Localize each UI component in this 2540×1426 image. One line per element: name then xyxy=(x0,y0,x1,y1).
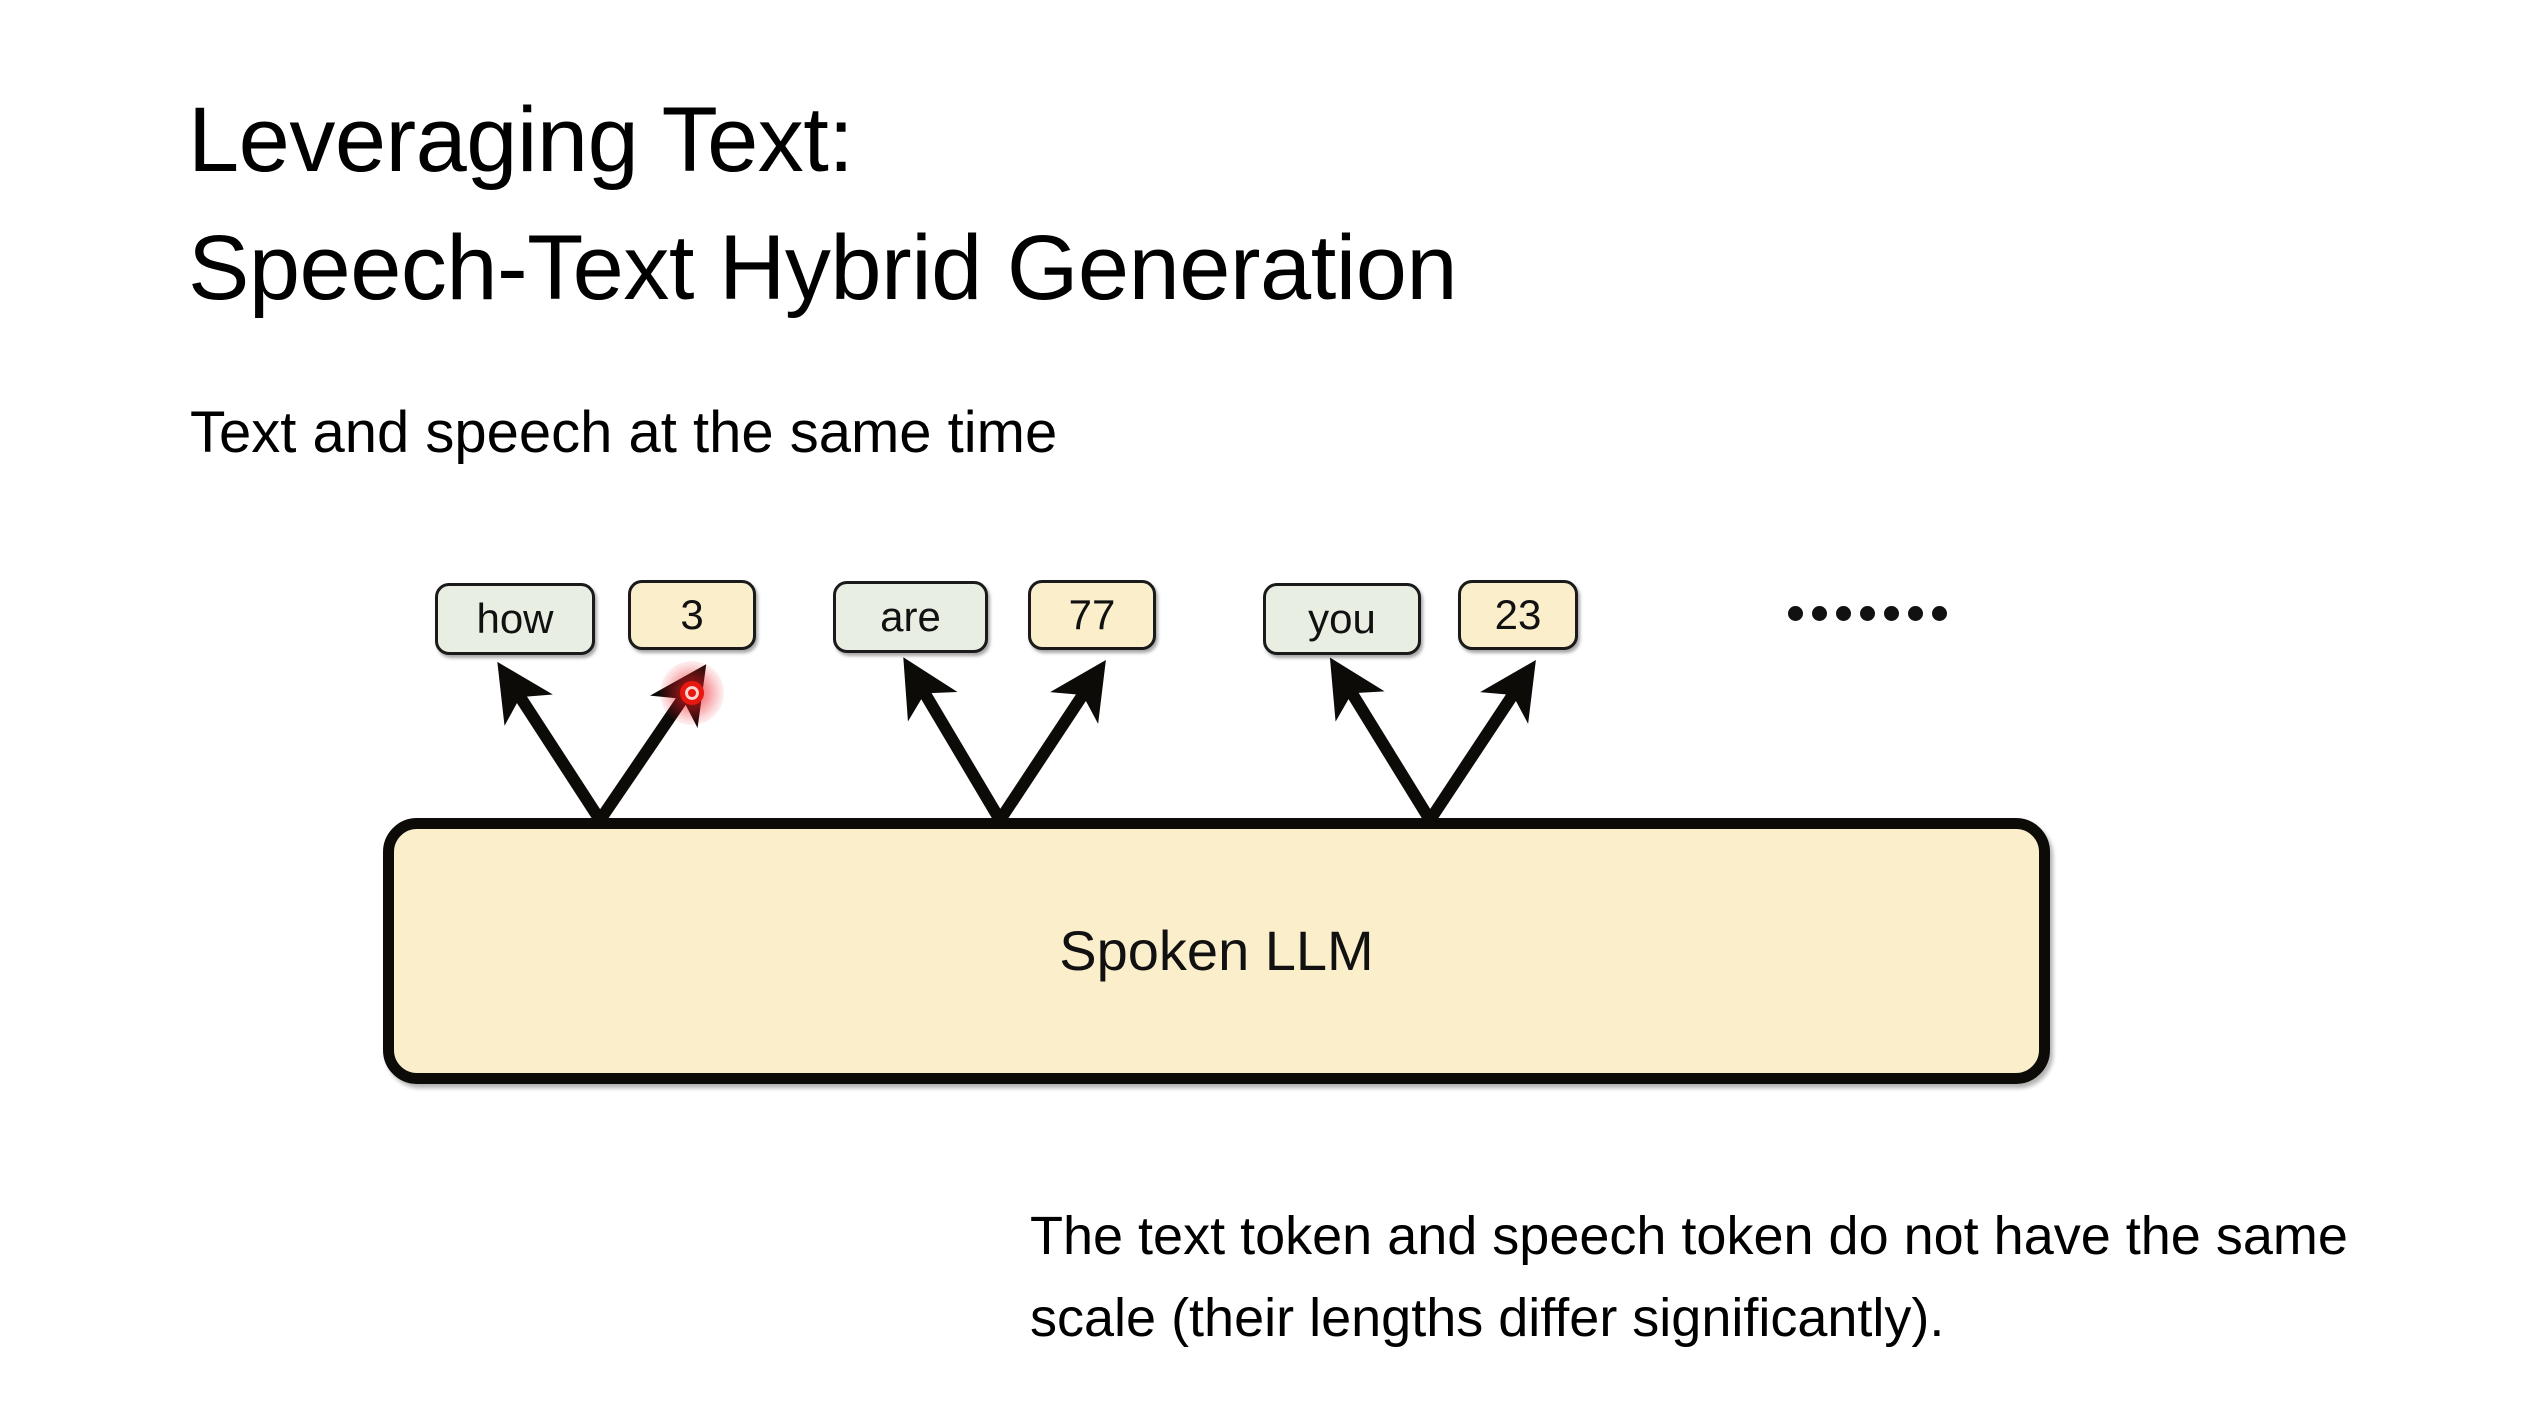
ellipsis-dot xyxy=(1788,606,1803,621)
token-label: are xyxy=(880,593,941,640)
arrow-1-left xyxy=(903,657,1006,824)
arrow-0-right xyxy=(595,664,707,824)
ellipsis-dot xyxy=(1836,606,1851,621)
token-box-text-2[interactable]: are xyxy=(833,581,988,653)
arrow-0-left xyxy=(497,661,606,824)
token-box-text-4[interactable]: you xyxy=(1263,583,1421,655)
ellipsis-dot xyxy=(1884,606,1899,621)
title-line-1: Leveraging Text: xyxy=(188,89,854,191)
token-label: you xyxy=(1308,595,1376,642)
token-box-text-0[interactable]: how xyxy=(435,583,595,655)
ellipsis-dot xyxy=(1860,606,1875,621)
ellipsis-dot xyxy=(1932,606,1947,621)
subtitle: Text and speech at the same time xyxy=(190,400,1058,465)
spoken-llm-box[interactable]: Spoken LLM xyxy=(383,818,2050,1084)
page-title: Leveraging Text: Speech-Text Hybrid Gene… xyxy=(188,76,2188,332)
title-line-2: Speech-Text Hybrid Generation xyxy=(188,217,1458,319)
token-label: 3 xyxy=(680,591,704,638)
ellipsis-indicator xyxy=(1788,606,1947,621)
token-box-speech-5[interactable]: 23 xyxy=(1458,580,1578,650)
arrow-layer xyxy=(497,657,1536,824)
token-label: 77 xyxy=(1068,591,1116,638)
arrow-1-right xyxy=(994,659,1106,824)
caption-text: The text token and speech token do not h… xyxy=(1030,1206,2348,1348)
arrow-2-right xyxy=(1424,659,1536,824)
ellipsis-dot xyxy=(1812,606,1827,621)
token-label: 23 xyxy=(1494,591,1542,638)
spoken-llm-label: Spoken LLM xyxy=(1059,919,1374,982)
token-box-speech-3[interactable]: 77 xyxy=(1028,580,1156,650)
ellipsis-dot xyxy=(1908,606,1923,621)
arrow-2-left xyxy=(1329,657,1436,824)
token-label: how xyxy=(476,595,554,642)
token-box-speech-1[interactable]: 3 xyxy=(628,580,756,650)
